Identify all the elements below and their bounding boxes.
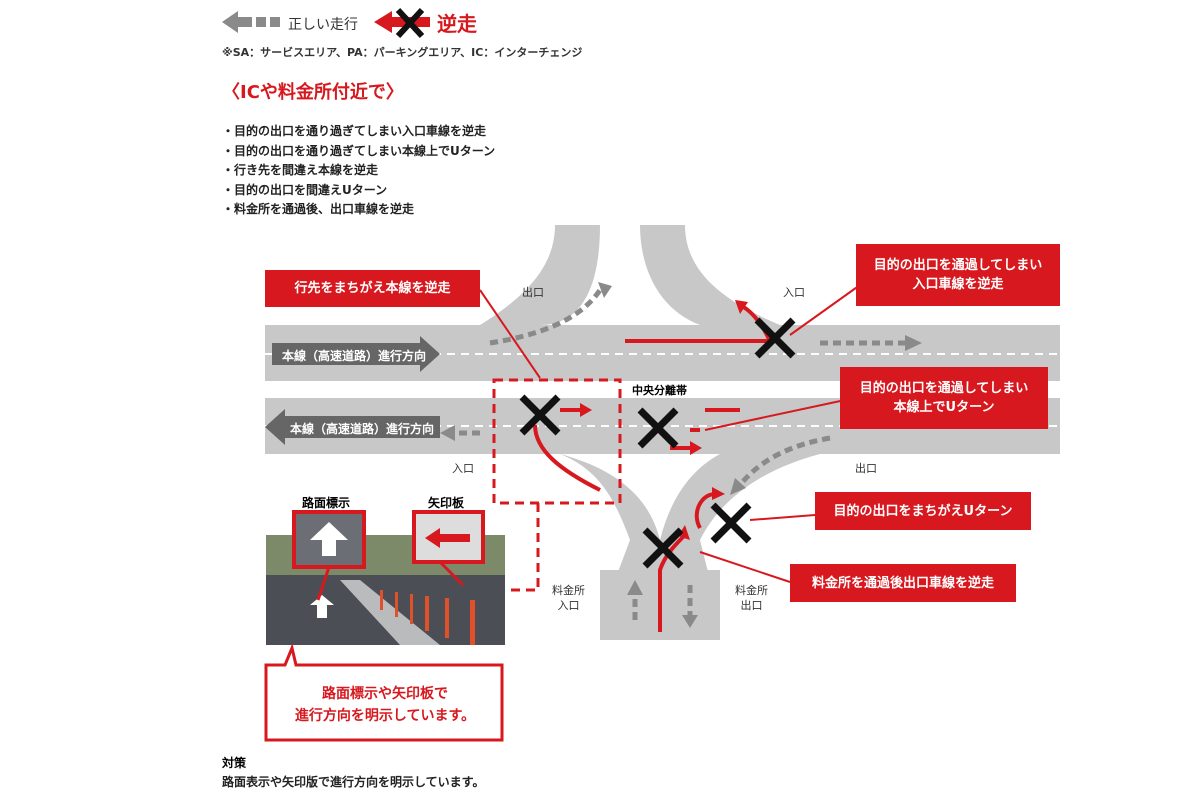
legend-wrong-label: 逆走	[437, 12, 477, 36]
callout-wrong-destination: 行先をまちがえ本線を逆走	[265, 270, 480, 307]
toll-exit-label: 料金所出口	[735, 584, 768, 612]
legend-correct-label: 正しい走行	[288, 17, 358, 33]
mainline-upper-label: 本線（高速道路）進行方向	[282, 349, 427, 363]
abbreviation-note: ※SA：サービスエリア、PA：パーキングエリア、IC：インターチェンジ	[222, 46, 583, 59]
exit-top-label: 出口	[522, 286, 544, 299]
list-item: ・目的の出口を通り過ぎてしまい入口車線を逆走	[222, 124, 487, 138]
mainline-lower-label: 本線（高速道路）進行方向	[290, 422, 435, 436]
exit-right-label: 出口	[855, 462, 877, 475]
callout-entrance-wrong-way: 目的の出口を通過してしまい入口車線を逆走	[856, 244, 1060, 306]
bullet-list: ・目的の出口を通り過ぎてしまい入口車線を逆走 ・目的の出口を通り過ぎてしまい本線…	[222, 122, 495, 220]
callout-wrong-exit-uturn: 目的の出口をまちがえUターン	[815, 492, 1031, 530]
list-item: ・料金所を通過後、出口車線を逆走	[222, 202, 415, 216]
toll-entrance-label: 料金所入口	[552, 584, 585, 612]
mainline-arrow-left	[265, 409, 440, 445]
photo-callout-text: 路面標示や矢印板で進行方向を明示しています。	[294, 686, 476, 724]
entrance-left-label: 入口	[452, 462, 474, 475]
arrow-board-label: 矢印板	[428, 496, 465, 510]
callout-mainline-uturn: 目的の出口を通過してしまい本線上でUターン	[840, 367, 1048, 429]
list-item: ・行き先を間違え本線を逆走	[222, 163, 379, 177]
road-marking-label: 路面標示	[302, 496, 351, 510]
callout-toll-wrong-way: 料金所を通過後出口車線を逆走	[790, 564, 1016, 602]
mainline-arrow-right	[272, 336, 440, 372]
entrance-top-label: 入口	[783, 286, 805, 299]
wrong-way-icon	[374, 7, 430, 39]
list-item: ・目的の出口を通り過ぎてしまい本線上でUターン	[222, 143, 496, 158]
correct-direction-icon	[222, 11, 280, 33]
median-label: 中央分離帯	[632, 384, 687, 397]
measures-title: 対策	[222, 756, 247, 770]
wrong-way-x-marks	[519, 317, 796, 569]
measures-text: 路面表示や矢印版で進行方向を明示しています。	[222, 775, 485, 789]
section-heading: 〈ICや料金所付近で〉	[222, 82, 404, 103]
road-photo	[266, 510, 505, 645]
list-item: ・目的の出口を間違えUターン	[222, 182, 388, 197]
